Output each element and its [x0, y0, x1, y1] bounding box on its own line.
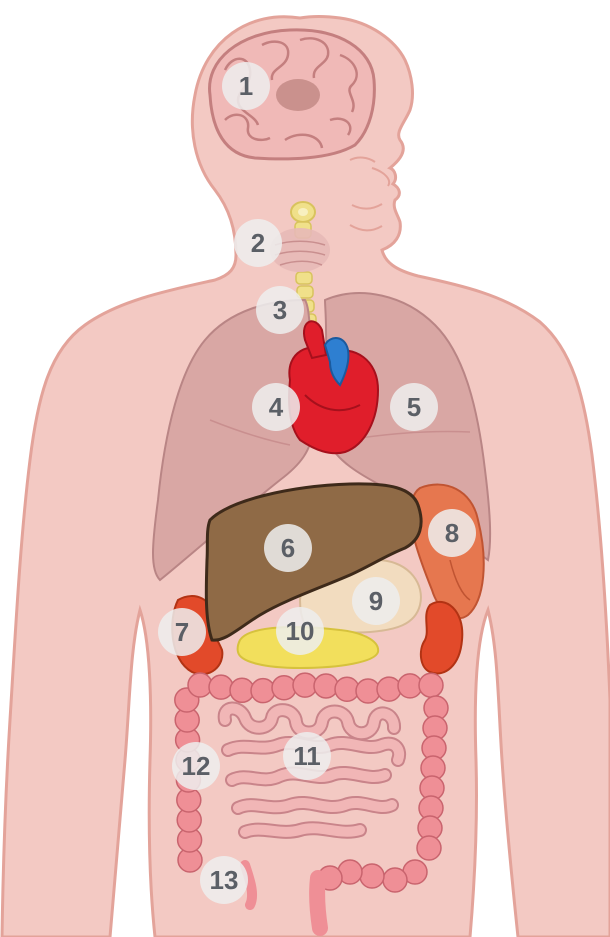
colon-segment — [419, 673, 443, 697]
label-3: 3 — [256, 286, 304, 334]
colon-segment — [417, 836, 441, 860]
label-7: 7 — [158, 608, 206, 656]
label-6: 6 — [264, 524, 312, 572]
label-13: 13 — [200, 856, 248, 904]
label-number: 5 — [407, 392, 421, 422]
colon-segment — [314, 674, 338, 698]
label-number: 6 — [281, 533, 295, 563]
label-12: 12 — [172, 742, 220, 790]
label-9: 9 — [352, 577, 400, 625]
label-number: 1 — [239, 71, 253, 101]
label-8: 8 — [428, 509, 476, 557]
label-11: 11 — [283, 732, 331, 780]
colon-segment — [383, 868, 407, 892]
colon-segment — [209, 675, 233, 699]
label-5: 5 — [390, 383, 438, 431]
label-number: 2 — [251, 228, 265, 258]
label-number: 11 — [293, 741, 321, 771]
colon-segment — [251, 679, 275, 703]
label-number: 4 — [269, 392, 284, 422]
label-10: 10 — [276, 607, 324, 655]
colon-segment — [377, 677, 401, 701]
colon-segment — [272, 676, 296, 700]
colon-segment — [360, 864, 384, 888]
label-1: 1 — [222, 62, 270, 110]
label-number: 3 — [273, 295, 287, 325]
right-kidney — [421, 602, 462, 674]
label-number: 9 — [369, 586, 383, 616]
label-number: 8 — [445, 518, 459, 548]
label-number: 13 — [210, 865, 239, 895]
label-2: 2 — [234, 219, 282, 267]
colon-segment — [188, 673, 212, 697]
label-number: 12 — [182, 751, 211, 781]
rectum — [317, 878, 320, 928]
label-number: 10 — [286, 616, 315, 646]
label-number: 7 — [175, 617, 189, 647]
label-4: 4 — [252, 383, 300, 431]
